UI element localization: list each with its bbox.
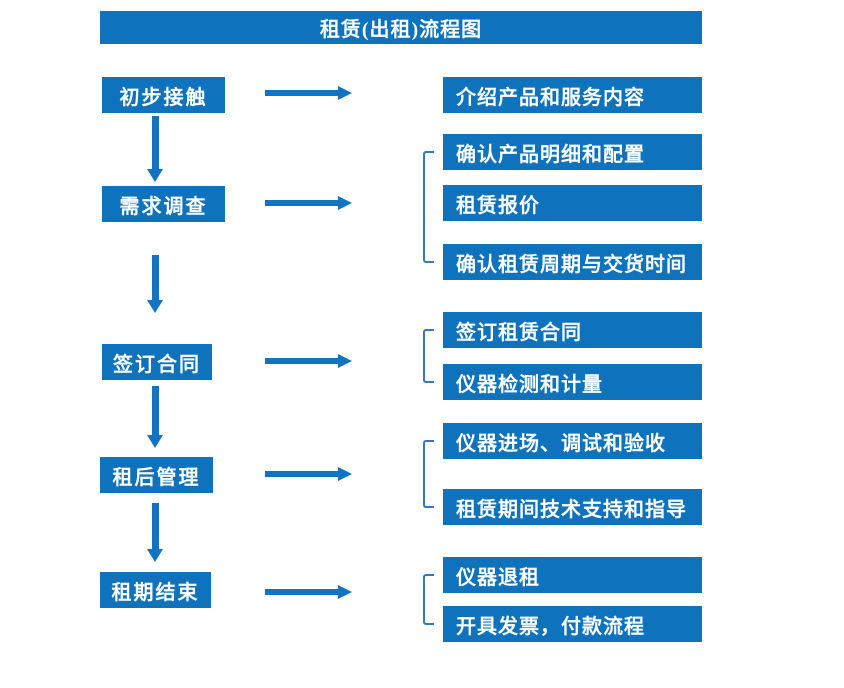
detail-box-instrument-arrival-debug-acceptance: 仪器进场、调试和验收 xyxy=(443,423,702,459)
detail-box-sign-rental-contract: 签订租赁合同 xyxy=(443,312,702,348)
detail-box-rental-quotation: 租赁报价 xyxy=(443,185,702,221)
stage-box-rental-end: 租期结束 xyxy=(100,572,211,608)
flowchart-title: 租赁(出租)流程图 xyxy=(100,11,702,44)
stage-box-sign-contract: 签订合同 xyxy=(102,344,212,380)
stage-box-post-rental-management: 租后管理 xyxy=(100,457,213,493)
detail-box-confirm-rental-period-delivery: 确认租赁周期与交货时间 xyxy=(443,244,702,280)
group-bracket xyxy=(423,574,434,625)
stage-box-initial-contact: 初步接触 xyxy=(102,77,225,113)
detail-box-instrument-inspection-metering: 仪器检测和计量 xyxy=(443,364,702,400)
stage-box-demand-survey: 需求调查 xyxy=(102,186,225,222)
detail-box-instrument-return: 仪器退租 xyxy=(443,557,702,593)
detail-box-tech-support-during-rental: 租赁期间技术支持和指导 xyxy=(443,489,702,525)
detail-box-introduce-products-services: 介绍产品和服务内容 xyxy=(443,77,702,113)
group-bracket xyxy=(423,329,434,383)
detail-box-confirm-product-details-config: 确认产品明细和配置 xyxy=(443,134,702,170)
group-bracket xyxy=(423,151,434,263)
group-bracket xyxy=(423,440,434,508)
detail-box-invoice-payment-process: 开具发票，付款流程 xyxy=(443,606,702,642)
